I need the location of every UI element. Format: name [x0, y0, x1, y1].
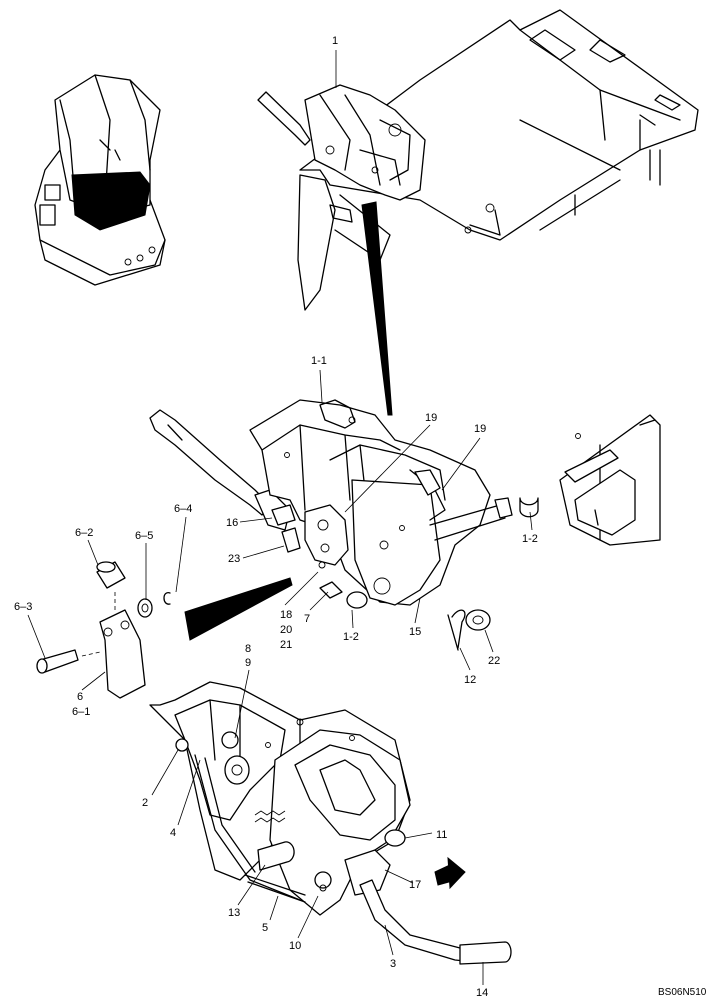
callout-21: 21: [280, 639, 292, 651]
callout-17: 17: [409, 879, 421, 891]
callout-6-1: 6–1: [72, 706, 90, 718]
callout-7: 7: [304, 613, 310, 625]
console-frame-illustration: [257, 9, 699, 416]
callout-1-2-center: 1-2: [343, 631, 359, 643]
callout-13: 13: [228, 907, 240, 919]
callout-14: 14: [476, 987, 488, 999]
pedal-assembly-illustration: [149, 681, 512, 965]
callout-20: 20: [280, 624, 292, 636]
callout-4: 4: [170, 827, 176, 839]
bracket-parts-illustration: [36, 561, 171, 699]
callout-1-2-right: 1-2: [522, 533, 538, 545]
callout-3: 3: [390, 958, 396, 970]
callout-9: 9: [245, 657, 251, 669]
drawing-reference-code: BS06N510: [658, 987, 707, 998]
callout-22: 22: [488, 655, 500, 667]
callout-6-3: 6–3: [14, 601, 32, 613]
callout-6-4: 6–4: [174, 503, 192, 515]
callout-11: 11: [436, 829, 447, 841]
callout-1-1: 1-1: [311, 355, 327, 367]
callout-5: 5: [262, 922, 268, 934]
lever-bracket-assembly-illustration: [149, 399, 539, 651]
callout-12: 12: [464, 674, 476, 686]
callout-6: 6: [77, 691, 83, 703]
callout-18: 18: [280, 609, 292, 621]
callout-15: 15: [409, 626, 421, 638]
callout-6-5: 6–5: [135, 530, 153, 542]
callout-19-right: 19: [474, 423, 486, 435]
callout-8: 8: [245, 643, 251, 655]
callout-1: 1: [332, 35, 338, 47]
callout-19-left: 19: [425, 412, 437, 424]
leader-lines: [27, 50, 533, 985]
excavator-overview-illustration: [34, 74, 166, 286]
callout-labels: 1 1-1 19 19 16 23 18 20 21 7 1-2 1-2 15 …: [14, 35, 538, 999]
callout-23: 23: [228, 553, 240, 565]
callout-6-2: 6–2: [75, 527, 93, 539]
callout-2: 2: [142, 797, 148, 809]
frame-detail-illustration: [559, 414, 661, 546]
callout-16: 16: [226, 517, 238, 529]
callout-10: 10: [289, 940, 301, 952]
